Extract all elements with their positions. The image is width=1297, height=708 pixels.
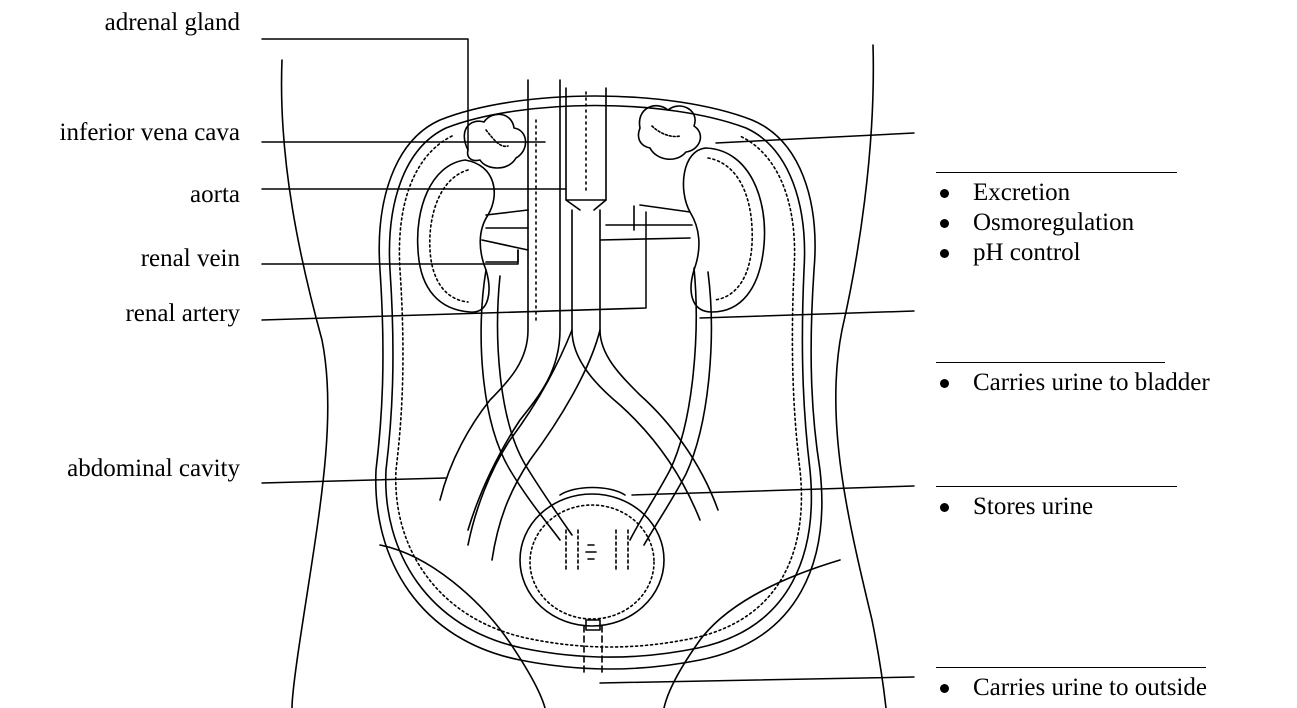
- ureter-function-list: Carries urine to bladder: [936, 368, 1210, 398]
- bullet-icon: [940, 503, 949, 512]
- urethra: [584, 620, 602, 675]
- abdominal-cavity-outline: [376, 96, 822, 669]
- urethra-function-list: Carries urine to outside: [936, 673, 1207, 703]
- answer-blank-bladder[interactable]: [936, 486, 1177, 487]
- answer-blank-urethra[interactable]: [936, 667, 1206, 668]
- adrenal-glands: [464, 106, 700, 168]
- list-item: Carries urine to bladder: [936, 368, 1210, 398]
- inferior-vena-cava: [440, 80, 560, 530]
- right-kidney: [600, 148, 765, 312]
- label-aorta: aorta: [0, 180, 240, 210]
- bladder: [520, 488, 664, 627]
- bullet-icon: [940, 379, 949, 388]
- bullet-icon: [940, 189, 949, 198]
- bladder-function-list: Stores urine: [936, 492, 1093, 522]
- label-abdominal-cavity: abdominal cavity: [0, 454, 240, 484]
- label-renal-artery: renal artery: [0, 299, 240, 329]
- label-adrenal-gland: adrenal gland: [0, 8, 240, 38]
- list-item: pH control: [936, 238, 1134, 268]
- body-outline: [282, 45, 886, 708]
- aorta: [468, 88, 718, 560]
- list-item: Carries urine to outside: [936, 673, 1207, 703]
- list-item: Stores urine: [936, 492, 1093, 522]
- answer-blank-ureter[interactable]: [936, 362, 1165, 363]
- left-kidney: [418, 160, 528, 312]
- kidney-function-list: Excretion Osmoregulation pH control: [936, 178, 1134, 268]
- bullet-icon: [940, 684, 949, 693]
- list-item: Osmoregulation: [936, 208, 1134, 238]
- label-renal-vein: renal vein: [0, 244, 240, 274]
- answer-blank-kidney[interactable]: [936, 172, 1177, 173]
- list-item: Excretion: [936, 178, 1134, 208]
- bullet-icon: [940, 219, 949, 228]
- label-inferior-vena-cava: inferior vena cava: [0, 118, 240, 148]
- bullet-icon: [940, 249, 949, 258]
